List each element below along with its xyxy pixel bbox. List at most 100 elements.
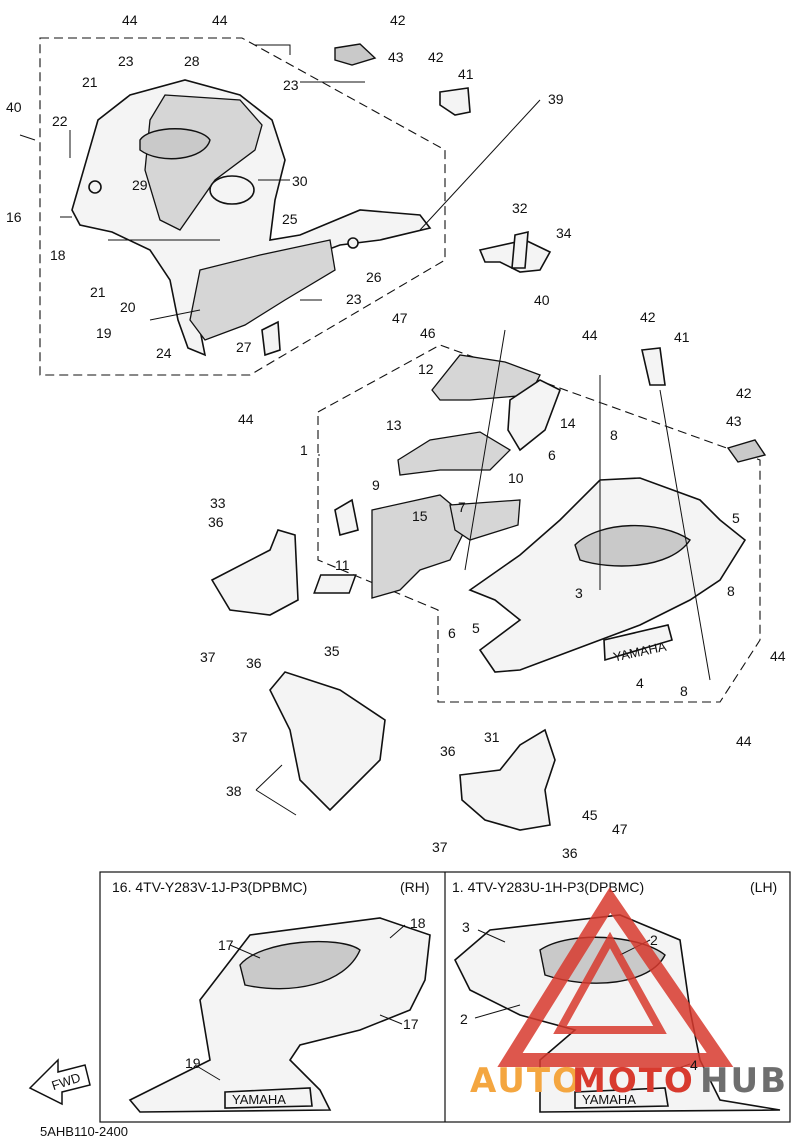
inset-callout-17: 17 <box>218 937 234 953</box>
stay-35 <box>269 671 386 812</box>
callout-16: 16 <box>6 209 22 225</box>
inset-callout-19: 19 <box>185 1055 201 1071</box>
clip-27 <box>261 320 281 357</box>
inset-callout-17: 17 <box>403 1016 419 1032</box>
inset-rh-fairing <box>128 917 431 1113</box>
callout-44: 44 <box>770 648 786 664</box>
leader-38a <box>255 764 283 791</box>
callout-43: 43 <box>726 413 742 429</box>
fwd-arrow-icon: FWD <box>28 1058 91 1106</box>
callout-47: 47 <box>612 821 628 837</box>
pad-13 <box>397 431 512 476</box>
inset-callout-2: 2 <box>460 1011 468 1027</box>
callout-21: 21 <box>82 74 98 90</box>
callout-41: 41 <box>674 329 690 345</box>
part-14 <box>507 379 562 452</box>
upper-cowling-assembly <box>39 37 552 376</box>
callout-45: 45 <box>582 807 598 823</box>
callout-10: 10 <box>508 470 524 486</box>
vent-hole <box>209 175 255 205</box>
decal-3 <box>313 574 357 594</box>
callout-24: 24 <box>156 345 172 361</box>
callout-40: 40 <box>6 99 22 115</box>
callout-18: 18 <box>50 247 66 263</box>
callout-35: 35 <box>324 643 340 659</box>
callout-22: 22 <box>52 113 68 129</box>
pad-9 <box>371 494 471 599</box>
callout-37: 37 <box>432 839 448 855</box>
callout-31: 31 <box>484 729 500 745</box>
inset-lh-decal-text: YAMAHA <box>582 1092 636 1107</box>
inset-callout-3: 3 <box>462 919 470 935</box>
callout-labels: 44 44 42 23 28 43 42 21 23 41 39 40 22 3… <box>6 12 786 1073</box>
callout-46: 46 <box>420 325 436 341</box>
lower-cowling-assembly: YAMAHA <box>313 344 767 703</box>
inset-callout-4: 4 <box>690 1057 698 1073</box>
watermark-moto: MOTO <box>572 1061 695 1101</box>
callout-44: 44 <box>736 733 752 749</box>
callout-40: 40 <box>534 292 550 308</box>
callout-7: 7 <box>458 499 466 515</box>
pad-10 <box>449 499 521 541</box>
callout-11: 11 <box>335 557 350 573</box>
callout-28: 28 <box>184 53 200 69</box>
bracket-41b <box>641 347 666 386</box>
inset-left-title: 1. 4TV-Y283U-1H-P3(DPBMC) <box>452 879 644 895</box>
lower-inner-panel <box>189 239 336 341</box>
diagram-code: 5AHB110-2400 <box>40 1124 128 1139</box>
callout-43: 43 <box>388 49 404 65</box>
callout-42: 42 <box>640 309 656 325</box>
watermark-auto: AUTO <box>470 1061 583 1101</box>
callout-20: 20 <box>120 299 136 315</box>
stay-31 <box>459 728 556 831</box>
callout-30: 30 <box>292 173 308 189</box>
callout-42: 42 <box>428 49 444 65</box>
callout-1: 1 <box>300 442 308 458</box>
callout-5: 5 <box>472 620 480 636</box>
callout-19: 19 <box>96 325 112 341</box>
inset-callout-18: 18 <box>410 915 426 931</box>
callout-15: 15 <box>412 508 428 524</box>
inset-left-side: (LH) <box>750 879 777 895</box>
callout-5: 5 <box>732 510 740 526</box>
callout-39: 39 <box>548 91 564 107</box>
callout-47: 47 <box>392 310 408 326</box>
inset-rh-decal-text: YAMAHA <box>232 1092 286 1107</box>
callout-23: 23 <box>118 53 134 69</box>
callout-23: 23 <box>283 77 299 93</box>
decal-4 <box>603 624 673 662</box>
callout-4: 4 <box>636 675 644 691</box>
leader-lines <box>19 44 711 681</box>
inset-callout-2: 2 <box>650 932 658 948</box>
callout-38: 38 <box>226 783 242 799</box>
callout-27: 27 <box>236 339 252 355</box>
callout-3: 3 <box>575 585 583 601</box>
inset-right-title: 16. 4TV-Y283V-1J-P3(DPBMC) <box>112 879 307 895</box>
watermark-logo <box>497 887 734 1067</box>
watermark-text: AUTO MOTO HUB <box>470 1061 788 1101</box>
inset-right-side: (RH) <box>400 879 430 895</box>
trim-43b <box>726 439 767 463</box>
callout-34: 34 <box>556 225 572 241</box>
callout-44: 44 <box>122 12 138 28</box>
callout-21: 21 <box>90 284 106 300</box>
callout-42: 42 <box>736 385 752 401</box>
callout-8: 8 <box>727 583 735 599</box>
inset-rh-opening <box>239 940 361 990</box>
callout-13: 13 <box>386 417 402 433</box>
callout-23: 23 <box>346 291 362 307</box>
callout-12: 12 <box>418 361 434 377</box>
watermark-hub: HUB <box>700 1061 788 1101</box>
mount-hole <box>88 180 102 194</box>
callout-42: 42 <box>390 12 406 28</box>
callout-14: 14 <box>560 415 576 431</box>
stay-33 <box>210 529 299 616</box>
stay-assemblies <box>210 529 556 831</box>
bracket-11 <box>334 498 359 537</box>
leader-38b <box>255 789 297 816</box>
callout-36: 36 <box>440 743 456 759</box>
callout-6: 6 <box>448 625 456 641</box>
inset-lh-decal <box>574 1087 669 1109</box>
callout-33: 33 <box>210 495 226 511</box>
